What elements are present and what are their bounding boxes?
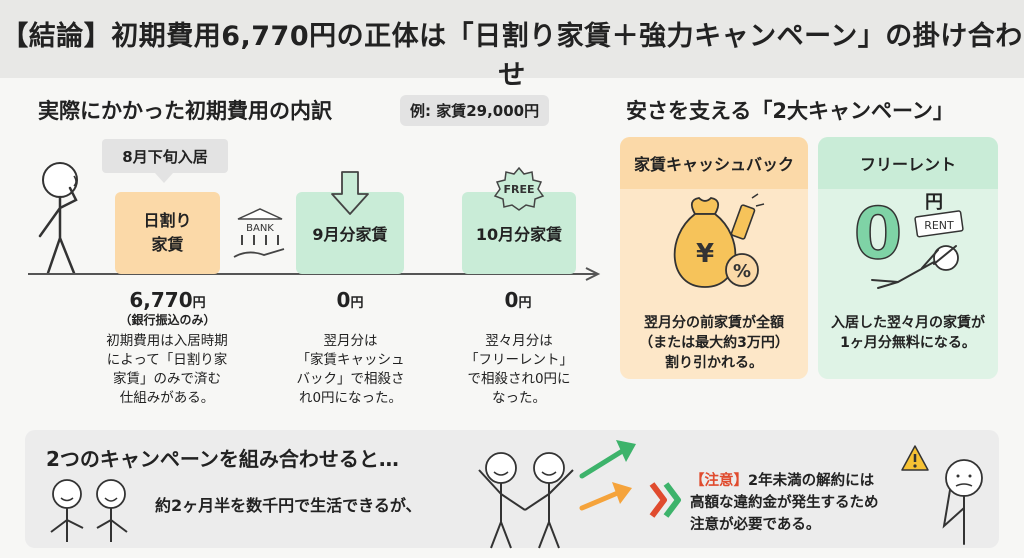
october-amount-unit: 円 (518, 296, 532, 311)
warning-tag: 【注意】 (690, 473, 748, 489)
warning-triangle-icon (901, 445, 929, 471)
desc-line: （または最大約3万円） (639, 335, 789, 351)
note-line: 翌月分は (323, 333, 378, 349)
daily-rent-amount-value: 6,770 (129, 288, 193, 312)
campaigns-title: 安さを支える「2大キャンペーン」 (626, 99, 954, 123)
chevron-right-icon (649, 482, 681, 518)
callout-pointer (155, 173, 173, 183)
warning-line-2: 高額な違約金が発生するため (690, 495, 879, 511)
movein-callout: 8月下旬入居 (102, 139, 228, 173)
desc-line: 入居した翌々月の家賃が (831, 315, 985, 331)
down-arrow-icon (331, 171, 369, 215)
two-people-icon (50, 479, 128, 542)
trend-arrows-icon (579, 440, 636, 511)
freerent-card: フリーレント (818, 137, 998, 379)
warning-block: 【注意】2年未満の解約には 高額な違約金が発生するため 注意が必要である。 (690, 470, 879, 536)
daily-rent-box: 日割り 家賃 (115, 192, 220, 274)
zero-glyph: 0 (854, 193, 903, 275)
cashback-title: 家賃キャッシュバック (620, 137, 808, 189)
note-line: 翌々月分は (485, 333, 553, 349)
note-line: 「フリーレント」 (465, 352, 573, 368)
rent-tag: RENT (924, 219, 954, 232)
free-badge-icon: FREE (493, 166, 545, 211)
september-amount: 0円 (300, 288, 400, 312)
warning-line-1: 【注意】2年未満の解約には (690, 470, 879, 492)
bank-transfer-note: （銀行振込のみ） (119, 313, 216, 327)
note-line: によって「日割り家 (106, 352, 228, 368)
bank-hand-icon: BANK (233, 208, 285, 258)
daily-rent-label-1: 日割り (143, 211, 192, 230)
note-line: なった。 (492, 390, 546, 406)
cashback-card: 家賃キャッシュバック (620, 137, 808, 379)
note-line: 家賃」のみで済む (113, 371, 221, 387)
daily-rent-amount: 6,770円 (95, 288, 240, 312)
page-title: 【結論】初期費用6,770円の正体は「日割り家賃＋強力キャンペーン」の掛け合わせ (1, 21, 1023, 91)
worried-person-icon (942, 459, 983, 545)
september-amount-value: 0 (336, 288, 351, 312)
note-line: れ0円になった。 (298, 390, 403, 406)
holding-hands-icon (478, 452, 574, 549)
percent-symbol: % (733, 261, 751, 282)
note-line: 仕組みがある。 (119, 390, 215, 406)
note-line: 初期費用は入居時期 (106, 333, 228, 349)
freerent-desc: 入居した翌々月の家賃が 1ヶ月分無料になる。 (818, 313, 998, 353)
thinking-person-icon (38, 162, 78, 275)
daily-rent-amount-unit: 円 (192, 296, 206, 311)
september-note: 翌月分は 「家賃キャッシュ バック」で相殺さ れ0円になった。 (283, 332, 418, 408)
summary-heading: 2つのキャンペーンを組み合わせると… (46, 447, 399, 471)
desc-line: 1ヶ月分無料になる。 (840, 335, 976, 351)
desc-line: 割り引かれる。 (665, 355, 763, 371)
summary-text: 約2ヶ月半を数千円で生活できるが、 (155, 496, 422, 515)
yen-unit: 円 (925, 192, 943, 213)
yen-symbol: ¥ (696, 239, 714, 269)
note-line: バック」で相殺さ (296, 371, 405, 387)
october-amount: 0円 (468, 288, 568, 312)
daily-rent-label-2: 家賃 (151, 235, 184, 254)
desc-line: 翌月分の前家賃が全額 (644, 315, 784, 331)
title-banner (0, 0, 1024, 78)
freerent-title: フリーレント (818, 137, 998, 189)
bank-label: BANK (246, 223, 274, 234)
daily-rent-note: 初期費用は入居時期 によって「日割り家 家賃」のみで済む 仕組みがある。 (88, 332, 246, 408)
free-label: FREE (503, 183, 534, 196)
rent-example-badge: 例: 家賃29,000円 (400, 95, 550, 126)
warning-line-3: 注意が必要である。 (690, 517, 821, 533)
september-amount-unit: 円 (350, 296, 364, 311)
note-line: で相殺され0円に (467, 371, 571, 387)
breakdown-title: 実際にかかった初期費用の内訳 (38, 99, 332, 123)
timeline-arrow (28, 267, 601, 281)
money-bag-icon: ¥ % (673, 193, 765, 288)
warning-text: 2年未満の解約には (748, 473, 875, 489)
free-rent-illustration: 0 円 RENT (853, 192, 964, 289)
october-note: 翌々月分は 「フリーレント」 で相殺され0円に なった。 (450, 332, 588, 408)
summary-panel (25, 430, 999, 548)
cashback-desc: 翌月分の前家賃が全額 （または最大約3万円） 割り引かれる。 (620, 313, 808, 373)
october-amount-value: 0 (504, 288, 519, 312)
note-line: 「家賃キャッシュ (296, 352, 405, 368)
